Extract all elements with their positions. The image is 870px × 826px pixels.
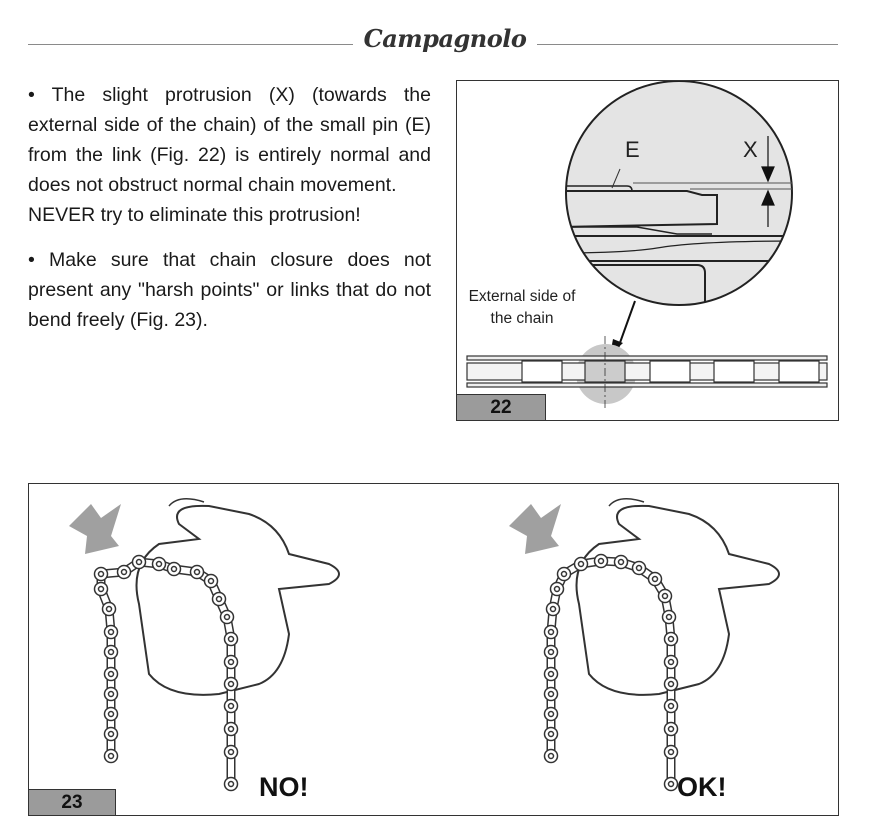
label-e: E: [625, 137, 640, 162]
campagnolo-logo: Campagnolo: [363, 24, 527, 53]
chain-side-view: [466, 355, 828, 388]
label-ok: OK!: [677, 772, 727, 802]
label-no: NO!: [259, 772, 309, 802]
caption-external-line1: External side of: [469, 288, 577, 305]
header-rule-right: [537, 44, 838, 45]
chain-stiff-example: [69, 498, 340, 792]
paragraph-protrusion: • The slight protrusion (X) (towards the…: [28, 84, 431, 196]
figure-22-number: 22: [457, 394, 546, 420]
caption-external-line2: the chain: [491, 310, 554, 327]
label-x: X: [743, 137, 758, 162]
figure-23-number: 23: [29, 789, 116, 815]
figure-22: E X External side of the chain 22: [456, 80, 839, 421]
hand-illustration: [135, 504, 340, 696]
press-arrow-icon: [69, 504, 121, 554]
chain-pin-illustration: E X External side of the chain: [466, 80, 828, 411]
warning-text: NEVER try to eliminate this protrusion!: [28, 204, 361, 226]
figure-23: NO! OK! 23: [28, 483, 839, 816]
header-rule-left: [28, 44, 353, 45]
body-text: • The slight protrusion (X) (towards the…: [28, 80, 431, 335]
press-arrow-icon: [509, 504, 561, 554]
chain-flex-illustration: NO! OK!: [69, 498, 780, 802]
hand-illustration: [575, 504, 780, 696]
paragraph-closure: • Make sure that chain closure does not …: [28, 249, 431, 331]
chain-ok-example: [509, 498, 780, 792]
